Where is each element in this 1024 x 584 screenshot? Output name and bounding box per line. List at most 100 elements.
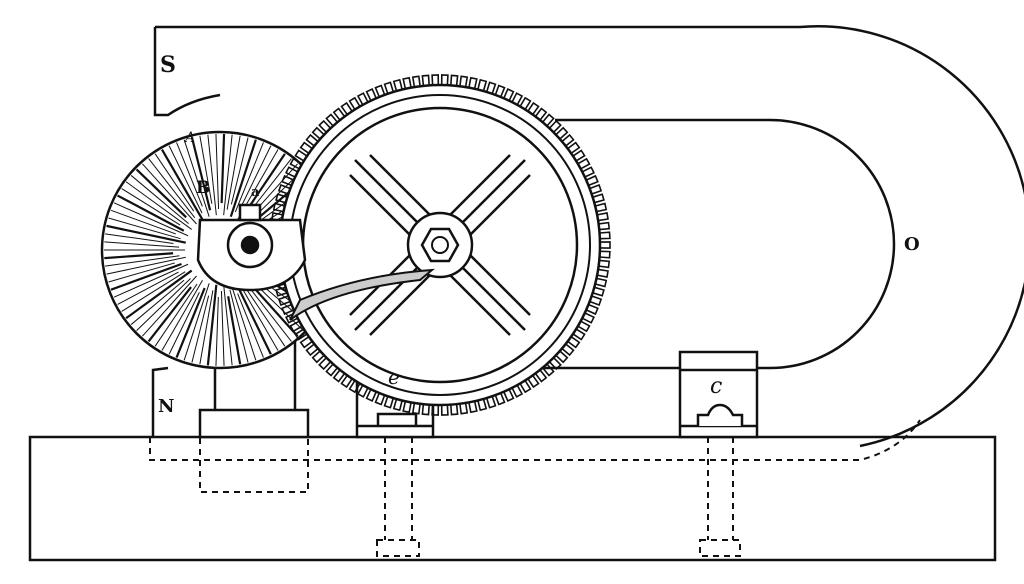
gear-tooth (581, 312, 595, 324)
gear-tooth (289, 320, 303, 333)
armature-coil-line (215, 134, 220, 210)
gear-tooth (599, 250, 611, 259)
gear-tooth (450, 74, 459, 86)
label-o: O (904, 234, 920, 255)
gear-tooth (503, 88, 515, 102)
armature-coil-line (106, 224, 186, 244)
axle-bracket (196, 203, 307, 292)
gear-tooth (383, 81, 395, 94)
gear-tooth (294, 328, 308, 341)
label-axle: a (251, 185, 260, 200)
armature-coil-line (223, 134, 233, 216)
gear-tooth (567, 141, 581, 154)
armature-coil-line (199, 135, 213, 204)
gear-tooth (592, 193, 605, 204)
gear-tooth (305, 343, 319, 357)
hidden-bolt-e (384, 437, 413, 540)
gear-tooth (383, 396, 395, 409)
gear-tooth (281, 303, 295, 316)
gear-tooth (277, 295, 291, 307)
gear-tooth (332, 369, 346, 383)
gear-tooth (541, 113, 555, 127)
armature-coil-line (245, 288, 286, 347)
gear-tooth (598, 259, 611, 269)
gear-tooth (572, 328, 586, 341)
gear-tooth (431, 74, 440, 86)
gear-tooth (294, 149, 308, 162)
gear-tooth (468, 401, 478, 414)
nut-e (357, 412, 433, 428)
gear-tooth (561, 133, 575, 147)
gear-tooth (577, 157, 591, 170)
gear-tooth (325, 363, 339, 377)
armature-coil-line (191, 295, 210, 363)
gear-tooth (599, 231, 611, 240)
gear-tooth (281, 174, 295, 187)
armature-coil-line (190, 137, 212, 211)
armature-coil-line (142, 275, 197, 337)
armature-coil-line (147, 286, 192, 343)
gear-tooth (519, 380, 532, 394)
armature-coil-line (125, 269, 193, 320)
armature-coil-line (154, 283, 198, 347)
gear-tooth (285, 166, 299, 178)
gear-tooth (589, 295, 603, 307)
gear-tooth (485, 396, 497, 409)
gear-tooth (511, 92, 524, 106)
gear-tooth (332, 107, 346, 121)
gear-tooth (285, 312, 299, 324)
armature-coil-line (244, 282, 292, 342)
armature-coil-line (175, 287, 206, 358)
gear-tooth (289, 157, 303, 170)
connecting-arm (289, 268, 436, 321)
gear-tooth (318, 119, 332, 133)
armature-coil-line (237, 280, 279, 351)
gear-tooth (365, 388, 377, 402)
armature-coil-line (113, 263, 189, 298)
gear-tooth (299, 141, 313, 154)
armature-coil-line (142, 163, 197, 225)
gear-tooth (596, 268, 609, 278)
gear-tooth (534, 107, 548, 121)
armature-coil-line (183, 283, 210, 361)
armature-coil-line (117, 271, 179, 305)
armature-coil-line (106, 256, 186, 275)
gear-tooth (468, 76, 478, 89)
gear-tooth (477, 78, 488, 92)
armature-coil-line (121, 271, 186, 312)
gear-tooth (494, 392, 506, 406)
gear-tooth (348, 380, 361, 394)
armature-coil-line (168, 145, 203, 214)
gear-tooth (450, 404, 459, 416)
gear-tooth (325, 113, 339, 127)
gear-tooth (374, 84, 386, 98)
armature-coil-line (130, 175, 189, 225)
armature-coil-line (206, 284, 218, 366)
hidden-foot (199, 436, 309, 493)
armature-coil-line (105, 233, 174, 244)
gear-tooth (595, 202, 608, 213)
gear-tooth (555, 350, 569, 364)
armature-coil-line (176, 142, 203, 207)
armature-coil-line (230, 283, 257, 361)
armature-coil-line (207, 134, 217, 216)
pedestal-block (198, 408, 310, 439)
armature-coil-line (227, 296, 242, 365)
armature-coil-line (220, 134, 226, 204)
label-b: B (196, 178, 210, 198)
gear-tooth (340, 374, 353, 389)
gear-tooth (596, 212, 609, 222)
gear-tooth (585, 174, 599, 187)
armature-coil-line (108, 262, 175, 283)
armature-coil-line (168, 292, 200, 355)
gear-tooth (402, 76, 412, 89)
hidden-magnet-bottom (149, 419, 921, 461)
gear-tooth (534, 369, 548, 383)
armature-coil-line (104, 241, 180, 248)
gear-tooth (299, 336, 313, 349)
gear-tooth (548, 357, 562, 371)
armature-coil-line (105, 255, 180, 267)
gear-wheel (269, 74, 611, 416)
gear-tooth (392, 78, 403, 92)
